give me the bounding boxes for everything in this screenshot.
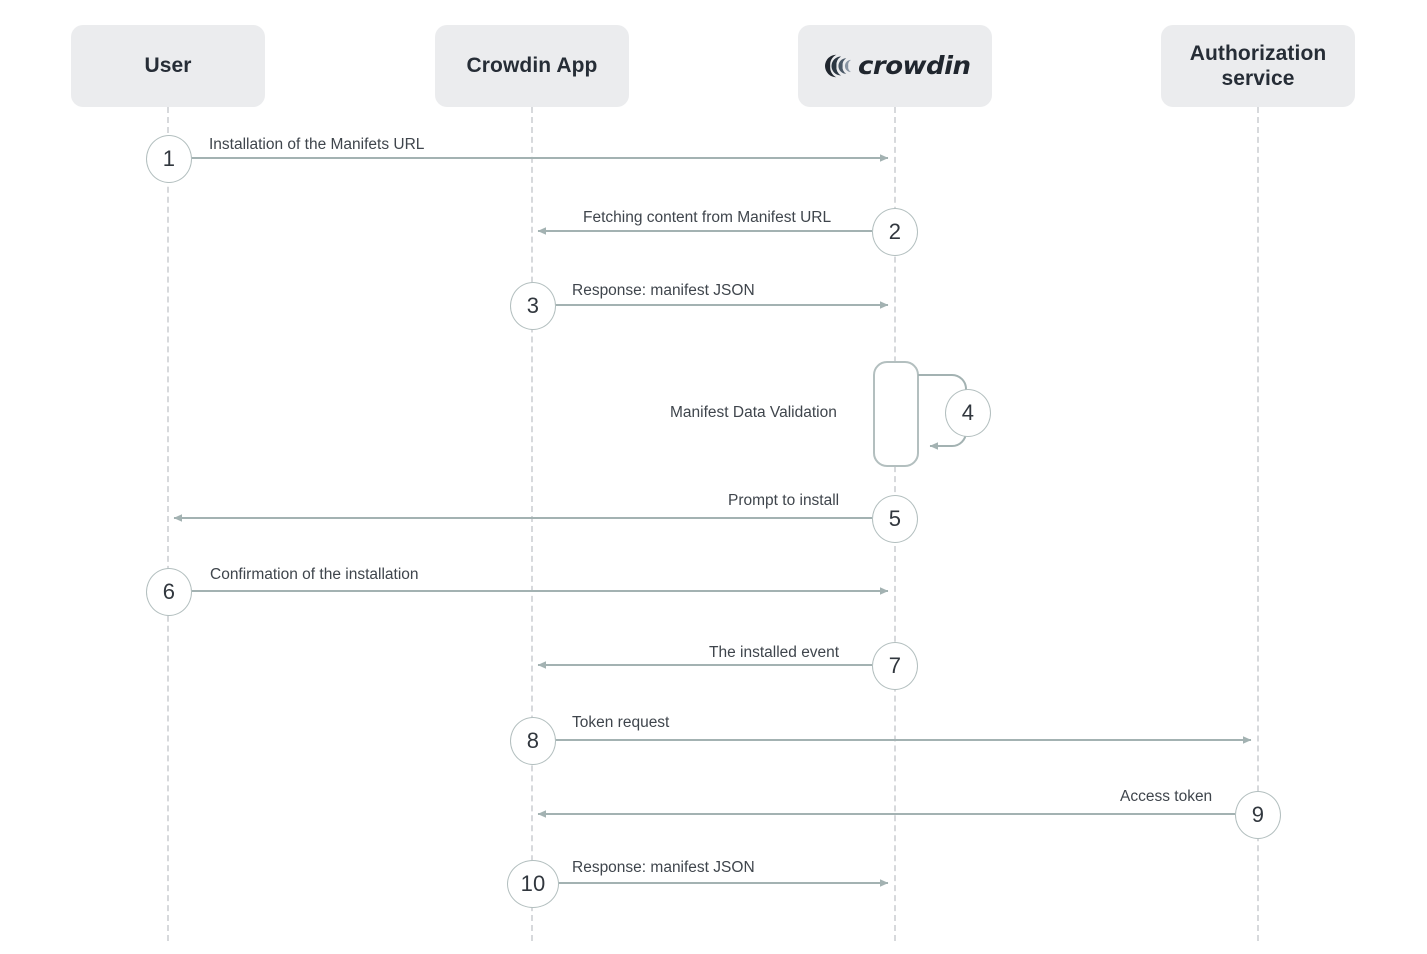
step-circle-1[interactable]: 1 — [146, 135, 192, 183]
message-label-4: Manifest Data Validation — [670, 404, 837, 421]
message-label-9: Access token — [1120, 788, 1213, 805]
message-label-3: Response: manifest JSON — [572, 282, 755, 299]
message-label-5: Prompt to install — [728, 492, 840, 509]
step-circle-4[interactable]: 4 — [945, 389, 991, 437]
crowdin-wordmark: crowdin — [858, 51, 971, 80]
step-circle-9[interactable]: 9 — [1235, 791, 1281, 839]
step-number-1: 1 — [162, 146, 176, 171]
participant-authorization-service[interactable]: Authorization service — [1161, 25, 1355, 107]
step-circle-6[interactable]: 6 — [146, 568, 192, 616]
step-number-8: 8 — [526, 728, 540, 753]
step-number-6: 6 — [162, 579, 176, 604]
activation-box-crowdin — [873, 361, 919, 467]
lifeline-auth — [1257, 107, 1259, 941]
message-label-2: Fetching content from Manifest URL — [583, 209, 832, 226]
lifeline-user — [167, 107, 169, 941]
participant-user[interactable]: User — [71, 25, 265, 107]
message-label-8: Token request — [572, 714, 670, 731]
step-number-2: 2 — [888, 219, 902, 244]
step-number-5: 5 — [888, 506, 902, 531]
step-circle-7[interactable]: 7 — [872, 642, 918, 690]
message-label-7: The installed event — [709, 644, 840, 661]
crowdin-swirl-icon — [825, 54, 852, 78]
participant-crowdin-app-label: Crowdin App — [466, 54, 598, 78]
step-circle-10[interactable]: 10 — [507, 860, 559, 908]
message-label-10: Response: manifest JSON — [572, 859, 755, 876]
participant-crowdin[interactable]: crowdin — [798, 25, 992, 107]
lifeline-app — [531, 107, 533, 941]
message-label-6: Confirmation of the installation — [210, 566, 419, 583]
step-circle-8[interactable]: 8 — [510, 717, 556, 765]
step-number-9: 9 — [1251, 802, 1265, 827]
message-label-1: Installation of the Manifets URL — [209, 136, 425, 153]
step-circle-3[interactable]: 3 — [510, 282, 556, 330]
step-circle-2[interactable]: 2 — [872, 208, 918, 256]
participant-user-label: User — [144, 54, 192, 78]
step-circle-5[interactable]: 5 — [872, 495, 918, 543]
step-number-4: 4 — [961, 400, 975, 425]
crowdin-logo: crowdin — [823, 51, 971, 81]
participant-authorization-service-label: Authorization service — [1189, 41, 1327, 90]
step-number-3: 3 — [526, 293, 540, 318]
step-number-7: 7 — [888, 653, 902, 678]
step-number-10: 10 — [520, 871, 546, 896]
participant-crowdin-app[interactable]: Crowdin App — [435, 25, 629, 107]
